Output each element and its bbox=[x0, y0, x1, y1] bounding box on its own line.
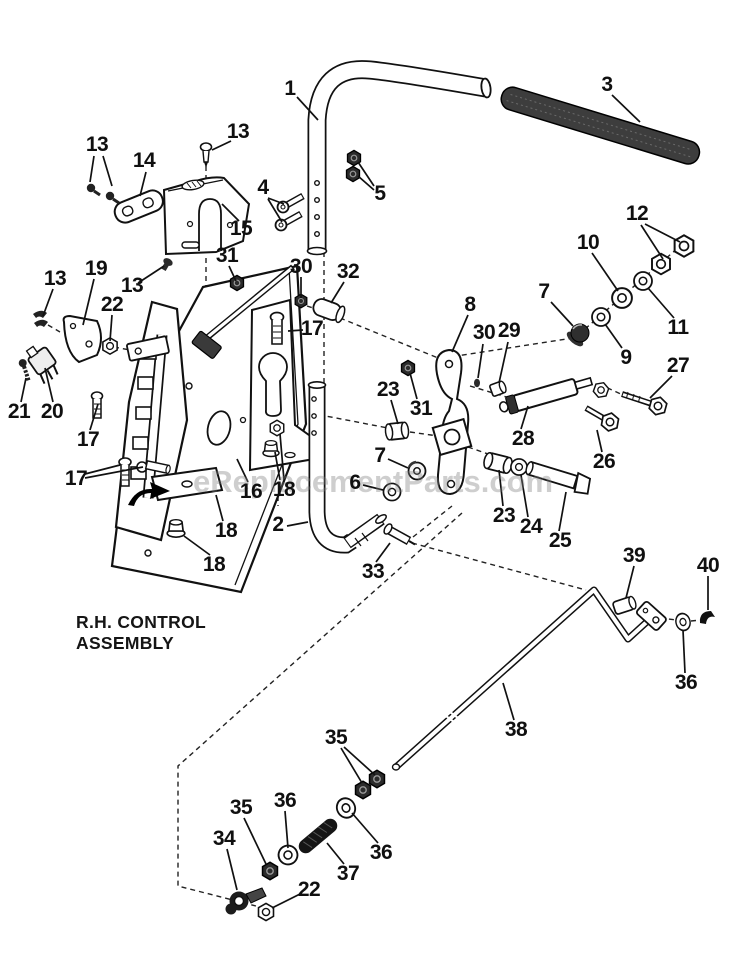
control-lever bbox=[431, 348, 473, 496]
nut-5b bbox=[345, 165, 361, 183]
bolts-4 bbox=[274, 192, 305, 232]
plate-19 bbox=[62, 314, 102, 364]
handlebar-tube bbox=[306, 60, 492, 256]
nut-35c bbox=[261, 861, 279, 881]
spring-37 bbox=[298, 818, 338, 854]
panel-foot bbox=[128, 466, 224, 506]
assembly-title-line1: R.H. CONTROL bbox=[76, 612, 206, 632]
bushing-29 bbox=[489, 380, 507, 397]
nut-31a bbox=[229, 274, 245, 292]
leader-lines bbox=[20, 94, 709, 909]
bolt-26 bbox=[584, 405, 621, 434]
bolt-17a bbox=[269, 311, 285, 345]
nut-12a bbox=[673, 234, 695, 258]
latch-20 bbox=[25, 345, 59, 385]
rod-end-tab bbox=[635, 600, 667, 631]
bolt-27 bbox=[621, 391, 669, 418]
bushing-39 bbox=[612, 595, 637, 615]
spacer-32 bbox=[312, 298, 346, 324]
pin-30 bbox=[474, 378, 480, 388]
lever-bar bbox=[191, 264, 295, 359]
assembly-title-line2: ASSEMBLY bbox=[76, 633, 175, 654]
screws-17c bbox=[118, 457, 171, 487]
handle-grip bbox=[500, 86, 701, 165]
nut-31b bbox=[400, 359, 416, 377]
flange-nut-18b bbox=[262, 439, 280, 458]
washer-11 bbox=[633, 271, 653, 291]
bolt-21 bbox=[18, 359, 31, 382]
screw-13-top bbox=[199, 142, 213, 168]
flange-nut-18 bbox=[166, 518, 186, 538]
nut-22b bbox=[257, 902, 275, 922]
watermark: eReplacementParts.com bbox=[193, 464, 554, 499]
nut-35b bbox=[354, 780, 372, 800]
spacer-plate bbox=[113, 189, 164, 224]
grommet-7b bbox=[407, 460, 427, 481]
knob-7 bbox=[566, 323, 590, 347]
screw-13-lower bbox=[161, 258, 173, 272]
washer-36c bbox=[673, 611, 693, 633]
clamp-bracket bbox=[126, 335, 170, 362]
damper-28 bbox=[498, 376, 611, 415]
washer-10 bbox=[611, 287, 633, 309]
bushing-23a bbox=[384, 421, 410, 441]
nut-18a bbox=[269, 419, 285, 437]
bolt-25 bbox=[525, 460, 592, 495]
pin-33 bbox=[383, 523, 416, 546]
control-rod-38 bbox=[391, 586, 653, 771]
washer-9 bbox=[591, 307, 611, 327]
ball-joint-34 bbox=[225, 887, 267, 915]
clip-13c bbox=[33, 310, 48, 327]
lower-tube-2 bbox=[307, 380, 387, 554]
clip-40 bbox=[699, 611, 715, 624]
clip-nuts-13 bbox=[86, 183, 120, 205]
direction-arrow bbox=[128, 482, 170, 506]
assembly-title: R.H. CONTROL ASSEMBLY bbox=[76, 612, 206, 655]
upper-bracket bbox=[162, 176, 251, 256]
